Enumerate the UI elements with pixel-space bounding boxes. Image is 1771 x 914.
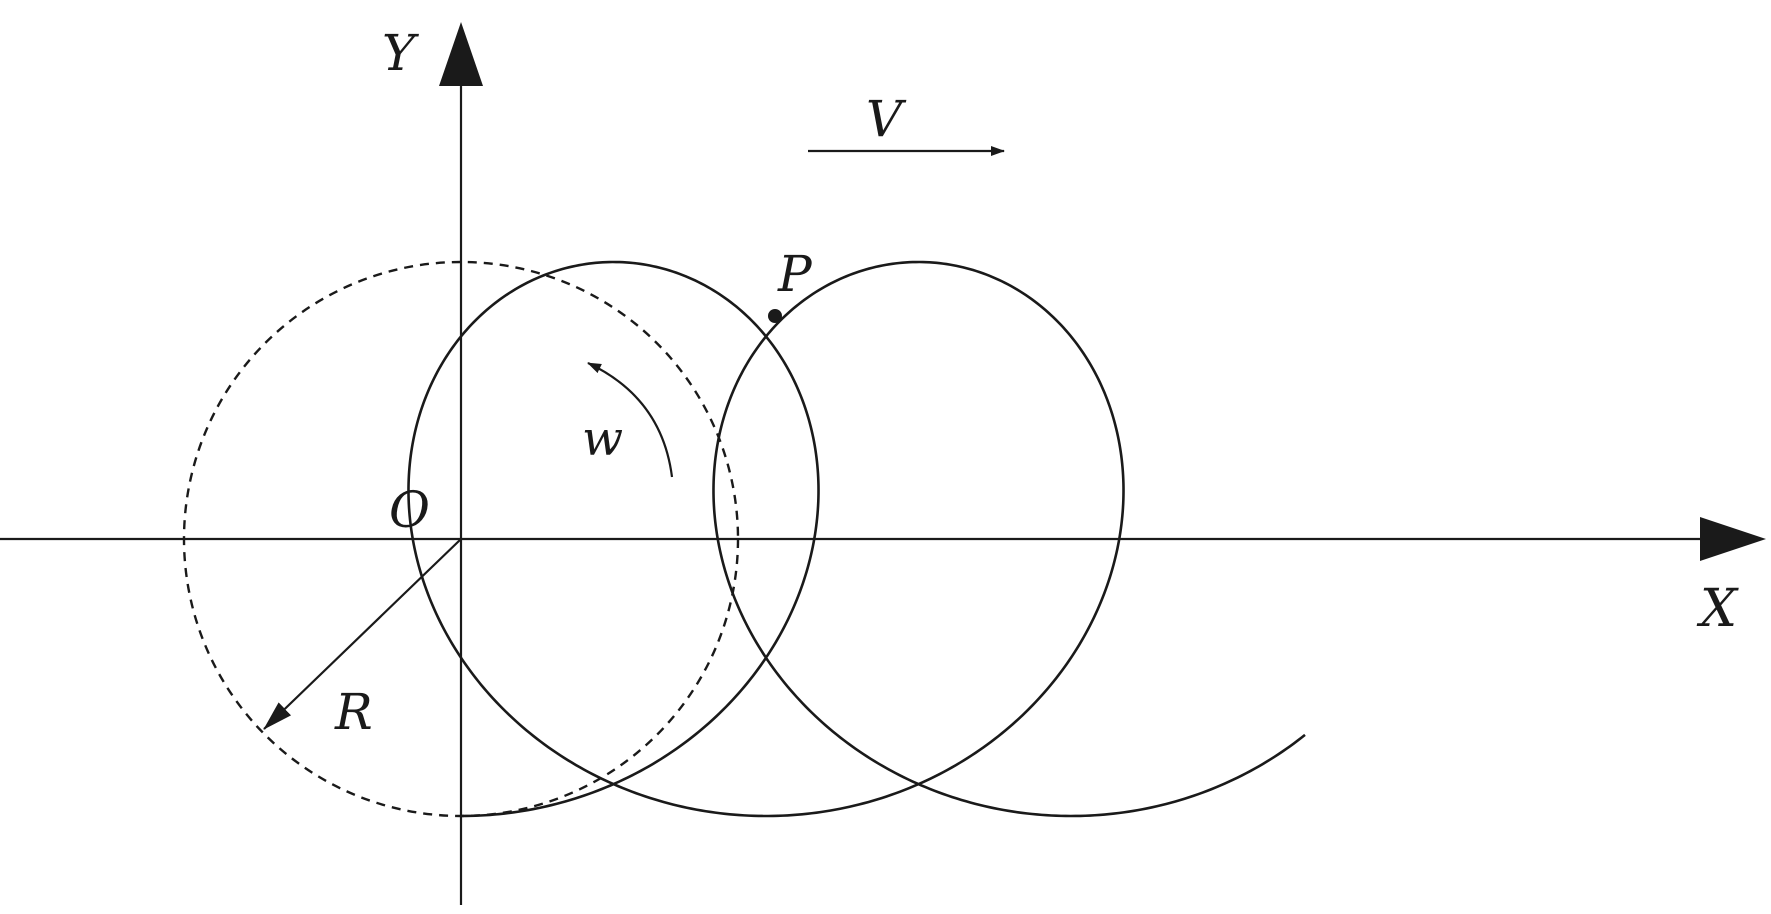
x-axis-label: X: [1696, 579, 1739, 639]
y-axis-arrowhead: [439, 22, 483, 86]
angular-velocity-label: w: [582, 411, 623, 467]
x-axis-arrowhead: [1700, 517, 1766, 561]
angular-velocity-arrow: [587, 362, 674, 478]
point-p-label: P: [777, 245, 813, 303]
y-axis-label: Y: [382, 24, 419, 82]
point-p-dot: [768, 309, 782, 323]
velocity-label: V: [866, 90, 907, 148]
radius-arrow: [263, 538, 462, 730]
radius-label: R: [334, 683, 373, 741]
trochoid-curve: [407, 260, 1306, 818]
origin-label: O: [389, 481, 430, 539]
